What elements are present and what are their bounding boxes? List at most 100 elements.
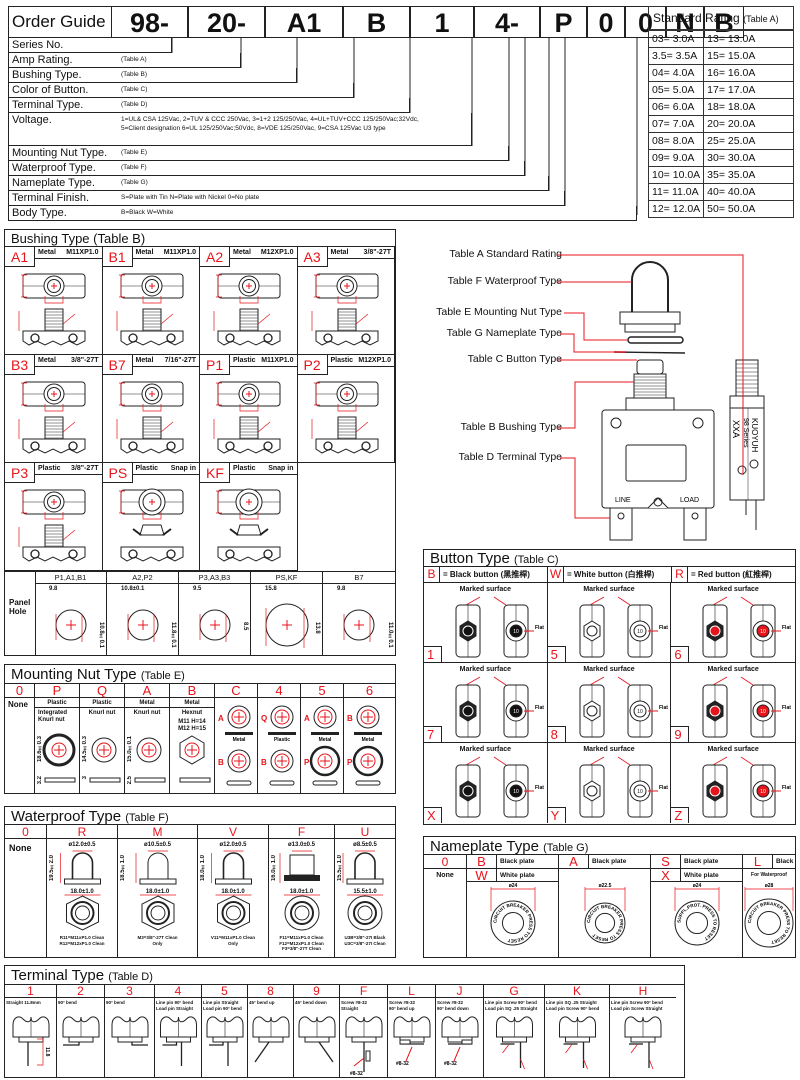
terminal-dim: 11.8 (44, 1047, 50, 1057)
dim-line (55, 614, 83, 642)
round-nut (42, 733, 76, 767)
order-guide-row: Voltage.1=UL& CSA 125Vac, 2=TUV & CCC 25… (8, 113, 472, 146)
nameplate-text-path: CIRCUIT BREAKER PRESS TO RESET (586, 904, 624, 942)
button-code: 1 (424, 646, 442, 662)
button-color-label: = White button (白推桿) (567, 570, 655, 579)
panel-hole-group: P3,A3,B3 (198, 573, 231, 582)
combo-bottom-nut (309, 745, 341, 777)
terminal-desc-1: Line pin SQ .25 Straight (546, 1000, 597, 1005)
waterproof-code: U (335, 825, 395, 839)
button-face (633, 784, 647, 798)
marked-surface-arrow (589, 596, 630, 606)
bushing-thread: M11XP1.0 (261, 357, 294, 364)
mount-hole (360, 333, 371, 343)
hex-nut (179, 735, 205, 765)
terminal-pin (318, 1041, 334, 1063)
nameplate-diameter: ø28 (765, 883, 774, 889)
center-hole (653, 497, 663, 507)
center-mark (320, 712, 330, 722)
bushing-drawing (18, 489, 86, 562)
button-code: Z (671, 807, 690, 823)
nameplate-code: B (467, 855, 497, 869)
callout (630, 1044, 654, 1070)
nut-center-ring (184, 742, 200, 758)
mount-hole (322, 333, 333, 343)
nameplate-inner (594, 912, 616, 934)
terminal-desc-1: 45° bend up (249, 1000, 275, 1005)
row-description: (Table F) (121, 164, 147, 171)
mount-hole (692, 417, 704, 429)
mount-hole (225, 333, 235, 343)
bushing-code: B3 (5, 355, 35, 375)
screw (461, 1039, 473, 1045)
mount-hole (263, 441, 273, 451)
terminal-code: 1 (5, 985, 56, 998)
waterproof-note: F11=M11xP1.0 Clean (279, 935, 324, 940)
terminal-code: G (484, 985, 544, 998)
button-color-item: R= Red button (紅推桿) (672, 567, 795, 582)
mounting-nut-header: Mounting Nut Type (Table E) (5, 665, 395, 684)
none-label: None (436, 872, 454, 879)
button-face (509, 784, 523, 798)
bushing-material: Plastic (233, 357, 256, 364)
rating-cell: 08= 8.0A (647, 132, 705, 150)
terminal-desc-1: Screw #8-32 (437, 1000, 464, 1005)
center-ring (231, 709, 247, 725)
mount-hole (30, 549, 40, 559)
marked-surface-arrow (713, 596, 754, 606)
cap-base (346, 878, 384, 885)
center-mark (187, 745, 197, 755)
nameplate-text-path: CIRCUIT BREAKER PRESS TO RESET (747, 901, 791, 945)
panel-hole-group: A2,P2 (132, 573, 153, 582)
bushing-inner-circle (239, 492, 259, 512)
callout-label: Table A Standard Rating (449, 248, 562, 260)
nameplate-inner (501, 911, 525, 935)
center-mark (363, 712, 373, 722)
divider (35, 583, 395, 584)
cap-diameter: ø10.5±0.5 (144, 842, 171, 848)
terminal-desc-1: Straight 11.8mm (6, 1000, 41, 1005)
waterproof-note: R11=M11xP1.0 Clean (59, 935, 105, 940)
callout (453, 1046, 461, 1062)
bushing-drawing (311, 273, 378, 346)
mount-hole (30, 333, 40, 343)
terminal-desc-2: 90° bend up (389, 1006, 415, 1011)
callout (353, 1057, 365, 1067)
bushing-code: A1 (5, 247, 35, 267)
bushing-material: Plastic (38, 465, 61, 472)
bushing-material: Metal (38, 249, 56, 256)
combo-top-nut (227, 705, 251, 729)
mounting-nut-code: 5 (301, 684, 343, 698)
terminal-drawing (559, 1016, 596, 1070)
dim-line (337, 296, 356, 304)
callout-leader (560, 333, 614, 353)
base-outline (22, 330, 86, 346)
nut-side (354, 732, 382, 735)
nut-center-ring (51, 742, 67, 758)
screw (365, 1050, 371, 1062)
nut-side (226, 780, 252, 786)
nameplate-text-path: CIRCUIT BREAKER PRESS TO RESET (492, 902, 533, 943)
order-guide-leader-lines (171, 38, 638, 215)
nameplate-note: For Waterproof (751, 872, 787, 878)
rating-cell: 35= 35.0A (703, 166, 794, 184)
nut-ring (70, 901, 95, 925)
cap-height: 19.5±2.0 (49, 855, 55, 882)
mount-hole (360, 441, 371, 451)
terminal-code: 9 (294, 985, 339, 998)
nut-drawing (179, 735, 211, 783)
order-guide-row: Series No. (8, 38, 172, 53)
bushing-code: P1 (200, 355, 230, 375)
side-base (729, 395, 765, 409)
bushing-drawing (213, 273, 281, 346)
